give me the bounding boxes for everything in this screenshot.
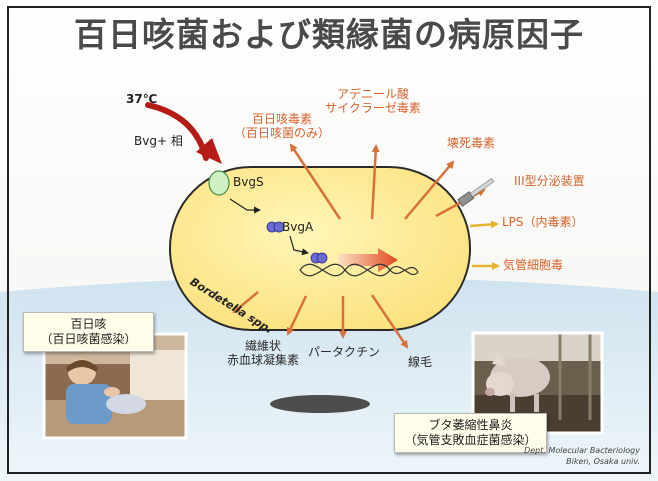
factor-fha-line2: 赤血球凝集素 [226,352,299,367]
bvga-dimer-2b [316,252,328,264]
disease-pig-caption: ブタ萎縮性鼻炎 （気管支敗血症菌感染） [394,413,547,453]
arrow-lps [469,220,499,229]
arrow-adenylate-cyclase [370,144,380,220]
slide-border [7,6,651,474]
factor-tracheal-cytotoxin: 気管細胞毒 [503,258,564,272]
disease-human-name: 百日咳 [70,317,107,331]
bvga-label: BvgA [282,220,314,234]
factor-pertussis-toxin-name: 百日咳毒素 [251,112,312,126]
slide-title: 百日咳菌および類縁菌の病原因子 [74,15,584,54]
cell-shadow [270,395,370,413]
factor-fha-line1: 繊維状 [244,339,281,353]
bvgs-label: BvgS [233,175,264,189]
arrow-fimbriae [370,294,409,349]
factor-lps: LPS（内毒素） [502,215,584,229]
arrow-fha [286,295,308,336]
bvgs-to-bvga-arrow [229,198,261,214]
arrow-pertussis-toxin [289,143,342,220]
factor-fha: 繊維状 赤血球凝集素 [218,339,308,368]
arrow-necrosis-toxin [404,160,455,220]
factor-pertussis-toxin: 百日咳毒素 （百日咳菌のみ） [232,112,332,141]
factor-type3-secretion: III型分泌装置 [514,174,585,188]
dna-strand-b [299,263,419,277]
factor-adenylate-cyclase-line1: アデニール酸 [336,87,409,101]
temperature-arrow-head [196,138,222,164]
factor-necrosis-toxin: 壊死毒素 [446,136,495,150]
bvga-dimer-1b [273,221,285,233]
disease-pig-name: ブタ萎縮性鼻炎 [428,418,513,432]
bvgs-sensor [208,170,230,196]
disease-human-caption: 百日咳 （百日咳菌感染） [23,312,154,352]
transcription-arrow [338,248,398,272]
dna-strand-a [299,263,419,277]
disease-pig-cause: （気管支敗血症菌感染） [404,433,537,447]
bacterium-cell [169,166,471,331]
credit-dept: Dept. Molecular Bacteriology [524,446,640,455]
phase-label: Bvg+ 相 [134,134,183,148]
temperature-label: 37℃ [126,92,158,106]
factor-adenylate-cyclase: アデニール酸 サイクラーゼ毒素 [318,87,428,116]
disease-human-cause: （百日咳菌感染） [40,332,137,346]
type3-needle [457,178,495,207]
factor-pertussis-toxin-note: （百日咳菌のみ） [233,125,330,140]
factor-fimbriae: 線毛 [407,355,432,369]
factor-adenylate-cyclase-line2: サイクラーゼ毒素 [325,100,421,115]
credit-institution: Biken, Osaka univ. [566,457,640,466]
arrow-left-bottom [232,291,259,314]
bvga-to-dna-arrow [289,235,309,256]
factor-pertactin: パータクチン [307,345,380,359]
